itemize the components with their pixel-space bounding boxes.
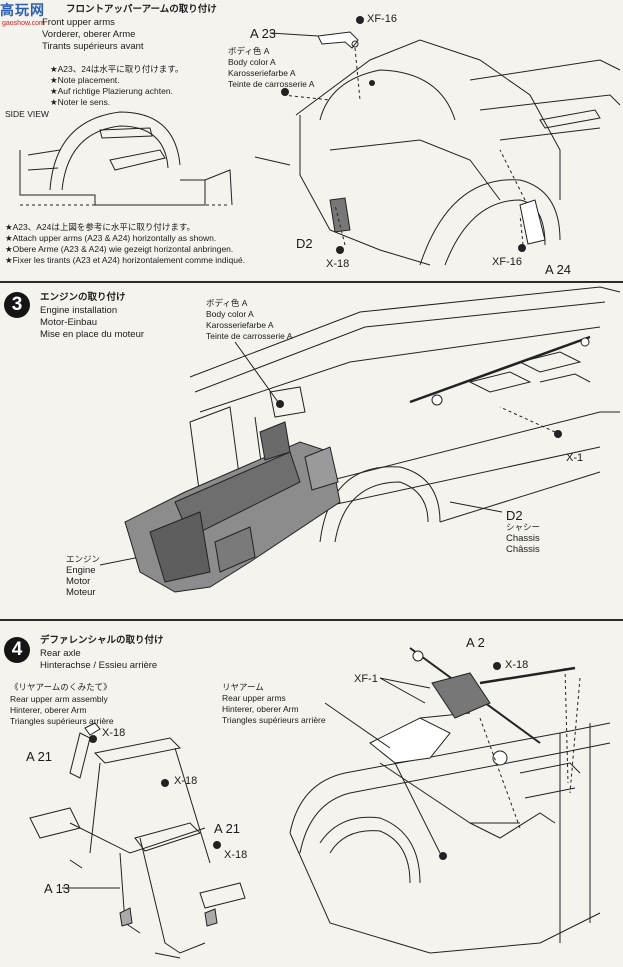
step-2-bottom-note-1: ★A23、A24は上図を参考に水平に取り付けます。: [5, 222, 196, 232]
step-2-title-jp: フロントアッパーアームの取り付け: [66, 4, 217, 15]
step-3-body-color-jp: ボディ色 A: [206, 298, 248, 308]
step-4-rear-axle: 4 デファレンシャルの取り付け Rear axle Hinterachse / …: [0, 623, 623, 967]
label-a24: A 24: [545, 262, 572, 277]
step-2-title-fr: Tirants supérieurs avant: [42, 41, 144, 52]
step-3-title-de: Motor-Einbau: [40, 317, 98, 328]
label-a2: A 2: [466, 635, 485, 650]
step-3-title-en: Engine installation: [40, 305, 118, 316]
step-4-illustration: [29, 647, 611, 959]
step-2-note-3: ★Auf richtige Plazierung achten.: [50, 86, 173, 96]
step-2-bottom-note-4: ★Fixer les tirants (A23 et A24) horizont…: [5, 255, 246, 265]
step-2-note-4: ★Noter le sens.: [50, 97, 111, 107]
watermark-mark: 高玩网: [0, 2, 45, 18]
watermark-logo: 高玩网 gaoshow.com: [0, 0, 62, 30]
label-x18-left-mid: X-18: [174, 775, 198, 787]
step-2-body-color-de: Karosseriefarbe A: [228, 68, 296, 78]
step-2-note-1: ★A23、24は水平に取り付けます。: [50, 64, 184, 74]
rear-arm-en: Rear upper arms: [222, 693, 286, 703]
rear-arm-de: Hinterer, oberer Arm: [222, 704, 299, 714]
step-4-title-jp: デファレンシャルの取り付け: [40, 635, 164, 646]
label-engine-en: Engine: [66, 565, 96, 576]
step-2-note-2: ★Note placement.: [50, 75, 120, 85]
watermark-sub: gaoshow.com: [2, 20, 45, 27]
label-x18-diff: X-18: [505, 659, 529, 671]
rear-arm-fr: Triangles supérieurs arrière: [222, 715, 326, 725]
step-4-sub-fr: Triangles supérieurs arrière: [10, 716, 114, 726]
label-a21-left: A 21: [26, 749, 53, 764]
label-x18-left-top: X-18: [102, 727, 126, 739]
step-4-number: 4: [4, 637, 30, 663]
step-3-body-color-en: Body color A: [206, 309, 254, 319]
step-2-illustration: [19, 16, 621, 266]
step-4-sub-en: Rear upper arm assembly: [10, 694, 108, 704]
label-a23: A 23: [250, 26, 277, 41]
label-chassis-jp: シャシー: [506, 522, 541, 532]
step-3-illustration: [99, 286, 621, 593]
step-4-title-de-fr: Hinterachse / Essieu arrière: [40, 660, 158, 671]
label-x18-left-bottom: X-18: [224, 849, 248, 861]
step-2-bottom-note-2: ★Attach upper arms (A23 & A24) horizonta…: [5, 233, 217, 243]
label-d2-chassis: D2: [506, 508, 523, 523]
side-view-label: SIDE VIEW: [5, 109, 49, 119]
step-3-number: 3: [4, 292, 30, 318]
label-engine-fr: Moteur: [66, 587, 96, 598]
label-xf1: XF-1: [354, 673, 378, 685]
step-2-front-upper-arms: フロントアッパーアームの取り付け Front upper arms Vorder…: [0, 0, 623, 280]
label-chassis-fr: Châssis: [506, 544, 540, 555]
label-chassis-en: Chassis: [506, 533, 540, 544]
step-2-bottom-note-3: ★Obere Arme (A23 & A24) wie gezeigt hori…: [5, 244, 234, 254]
step-2-title-line-1: Front upper arms: [42, 17, 115, 28]
step-4-sub-de: Hinterer, oberer Arm: [10, 705, 87, 715]
step-3-title-fr: Mise en place du moteur: [40, 329, 145, 340]
label-x1: X-1: [566, 452, 584, 464]
step-3-body-color-de: Karosseriefarbe A: [206, 320, 274, 330]
step-2-title-line-2: Vorderer, oberer Arme: [42, 29, 136, 40]
divider-2: [0, 619, 623, 621]
step-4-title-en: Rear axle: [40, 648, 81, 659]
label-engine-de: Motor: [66, 576, 91, 587]
label-xf16-top: XF-16: [367, 13, 397, 25]
step-2-body-color-fr: Teinte de carrosserie A: [228, 79, 315, 89]
step-3-body-color-fr: Teinte de carrosserie A: [206, 331, 293, 341]
label-x18: X-18: [326, 258, 350, 270]
step-2-body-color-jp: ボディ色 A: [228, 46, 270, 56]
label-a21-right: A 21: [214, 821, 241, 836]
step-3-engine-installation: 3 エンジンの取り付け Engine installation Motor-Ei…: [0, 282, 623, 617]
label-xf16-bottom: XF-16: [492, 256, 522, 268]
label-d2: D2: [296, 236, 313, 251]
label-a13: A 13: [44, 881, 71, 896]
step-4-sub-jp: 《リヤアームのくみたて》: [10, 682, 112, 692]
rear-arm-jp: リヤアーム: [222, 682, 264, 692]
label-engine-jp: エンジン: [66, 554, 101, 564]
step-3-title-jp: エンジンの取り付け: [40, 292, 126, 303]
step-2-body-color-en: Body color A: [228, 57, 276, 67]
divider-1: [0, 281, 623, 283]
